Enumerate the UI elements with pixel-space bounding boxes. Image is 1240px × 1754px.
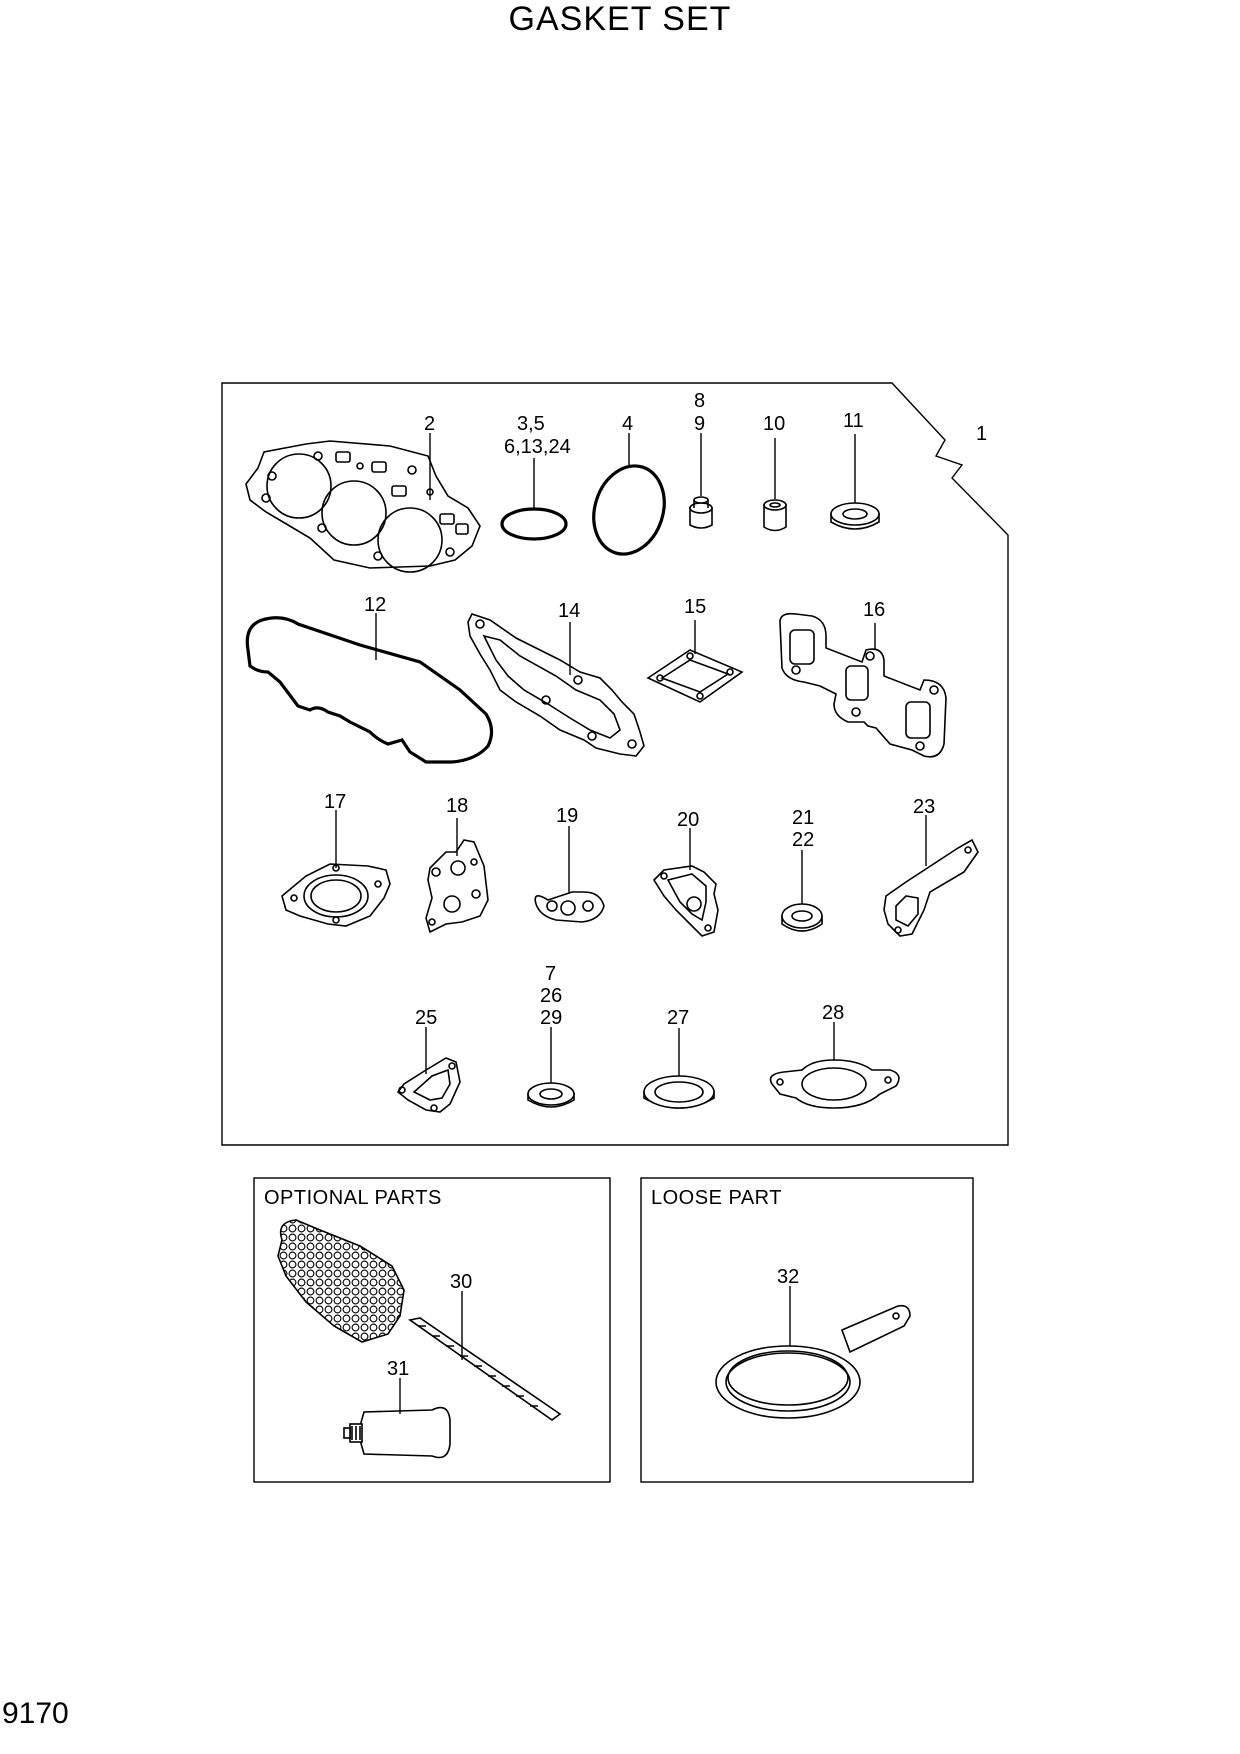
part-16-exhaust-gasket <box>779 612 947 758</box>
callout-17: 17 <box>324 791 346 813</box>
callout-27: 27 <box>667 1007 689 1029</box>
callout-15: 15 <box>684 596 706 618</box>
part-12-cover-gasket <box>245 616 494 764</box>
callout-11: 11 <box>843 410 864 432</box>
part-15-square-gasket <box>646 649 744 703</box>
callout-23: 23 <box>913 796 935 818</box>
main-assembly-frame <box>221 382 1009 1146</box>
part-8-stem-seal <box>689 496 713 529</box>
part-31-sealant-tube <box>343 1406 451 1459</box>
callout-14: 14 <box>558 600 580 622</box>
page-title: GASKET SET <box>508 0 732 38</box>
part-19-oval-gasket <box>534 891 605 923</box>
part-23-bracket-gasket <box>883 838 979 937</box>
callout-31: 31 <box>387 1358 409 1380</box>
callout-22: 22 <box>792 829 814 851</box>
callout-21: 21 <box>792 807 814 829</box>
part-3-o-ring <box>500 507 568 541</box>
callout-29: 29 <box>540 1007 562 1029</box>
part-21-washer <box>781 903 823 932</box>
page-number: 9170 <box>2 1697 69 1730</box>
callout-32: 32 <box>777 1266 799 1288</box>
part-32-filter-wrench <box>715 1304 911 1419</box>
callout-7: 7 <box>545 963 556 985</box>
part-17-flange-gasket <box>281 863 391 927</box>
callout-19: 19 <box>556 805 578 827</box>
loose-part-box <box>640 1177 974 1483</box>
callout-10: 10 <box>763 413 785 435</box>
callout-16: 16 <box>863 599 885 621</box>
callout-9: 9 <box>694 413 705 435</box>
callout-28: 28 <box>822 1002 844 1024</box>
loose-part-title: LOOSE PART <box>651 1187 782 1209</box>
part-18-cover-gasket <box>425 839 489 934</box>
callout-18: 18 <box>446 795 468 817</box>
callout-20: 20 <box>677 809 699 831</box>
part-27-washer <box>643 1075 715 1109</box>
callout-25: 25 <box>415 1007 437 1029</box>
callout-30: 30 <box>450 1271 472 1293</box>
part-30-brush-hone <box>277 1219 562 1421</box>
callout-12: 12 <box>364 594 386 616</box>
callout-8: 8 <box>694 390 705 412</box>
optional-parts-box <box>253 1177 611 1483</box>
callout-1: 1 <box>976 423 987 445</box>
part-20-pump-gasket <box>652 865 719 937</box>
part-14-manifold-gasket <box>467 613 645 757</box>
callout-3-line1: 3,5 <box>517 413 545 435</box>
part-25-thermostat-gasket <box>396 1057 461 1113</box>
optional-parts-title: OPTIONAL PARTS <box>264 1187 442 1209</box>
callout-4: 4 <box>622 413 633 435</box>
callout-3-line2: 6,13,24 <box>504 436 571 458</box>
part-28-elbow-gasket <box>769 1059 900 1109</box>
part-7-washer <box>527 1082 575 1108</box>
callout-2: 2 <box>424 413 435 435</box>
part-4-o-ring <box>592 464 666 556</box>
callout-26: 26 <box>540 985 562 1007</box>
part-2-head-gasket <box>245 440 481 573</box>
part-11-washer <box>830 502 880 530</box>
part-10-bushing <box>763 499 787 532</box>
